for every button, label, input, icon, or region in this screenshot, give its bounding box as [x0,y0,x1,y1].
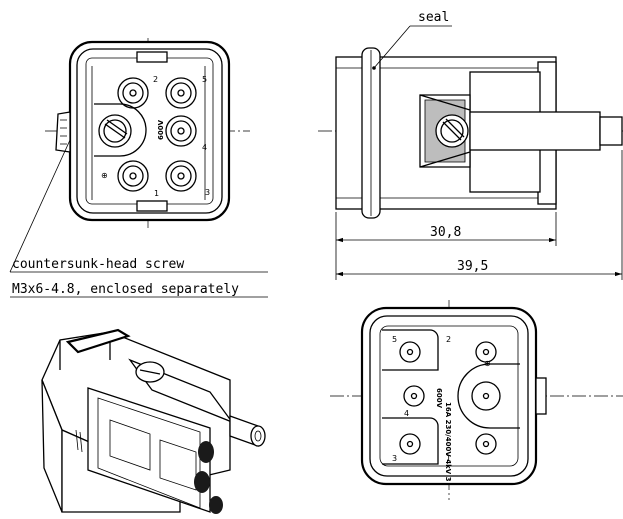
dimension-39-5: 39,5 [457,259,488,274]
dimension-30-8: 30,8 [430,225,461,240]
front-view: 5 2 4 1 3 600V ⊕ [45,38,250,228]
rear-pin-2: 2 [446,335,451,344]
rear-ground-mark: ⊕ [484,359,491,368]
front-pin-5: 5 [202,75,207,84]
rear-voltage: 600V [435,388,443,409]
front-voltage: 600V [157,119,165,140]
front-pin-2: 2 [153,75,158,84]
front-pin-4: 4 [202,143,207,152]
screw-label-line1: countersunk-head screw [12,257,184,272]
front-pin-3: 3 [205,188,210,197]
front-pin-1: 1 [154,189,159,198]
rear-pin-5: 5 [392,335,397,344]
rear-view: 5 2 4 3 1 ⊕ 16A 230/400V 4kV 3 600V [330,300,623,500]
rear-pin-4: 4 [404,409,409,418]
rear-pin-3: 3 [392,454,397,463]
isometric-view [41,328,266,514]
front-ground-mark: ⊕ [101,171,108,180]
rear-rating: 16A 230/400V 4kV 3 [444,402,452,482]
rear-pin-1: 1 [446,454,451,463]
screw-label-line2: M3x6-4.8, enclosed separately [12,282,239,297]
side-view: seal 30,8 39,5 [318,10,623,280]
seal-label: seal [418,10,449,25]
screw-leader: countersunk-head screw M3x6-4.8, enclose… [9,139,268,298]
